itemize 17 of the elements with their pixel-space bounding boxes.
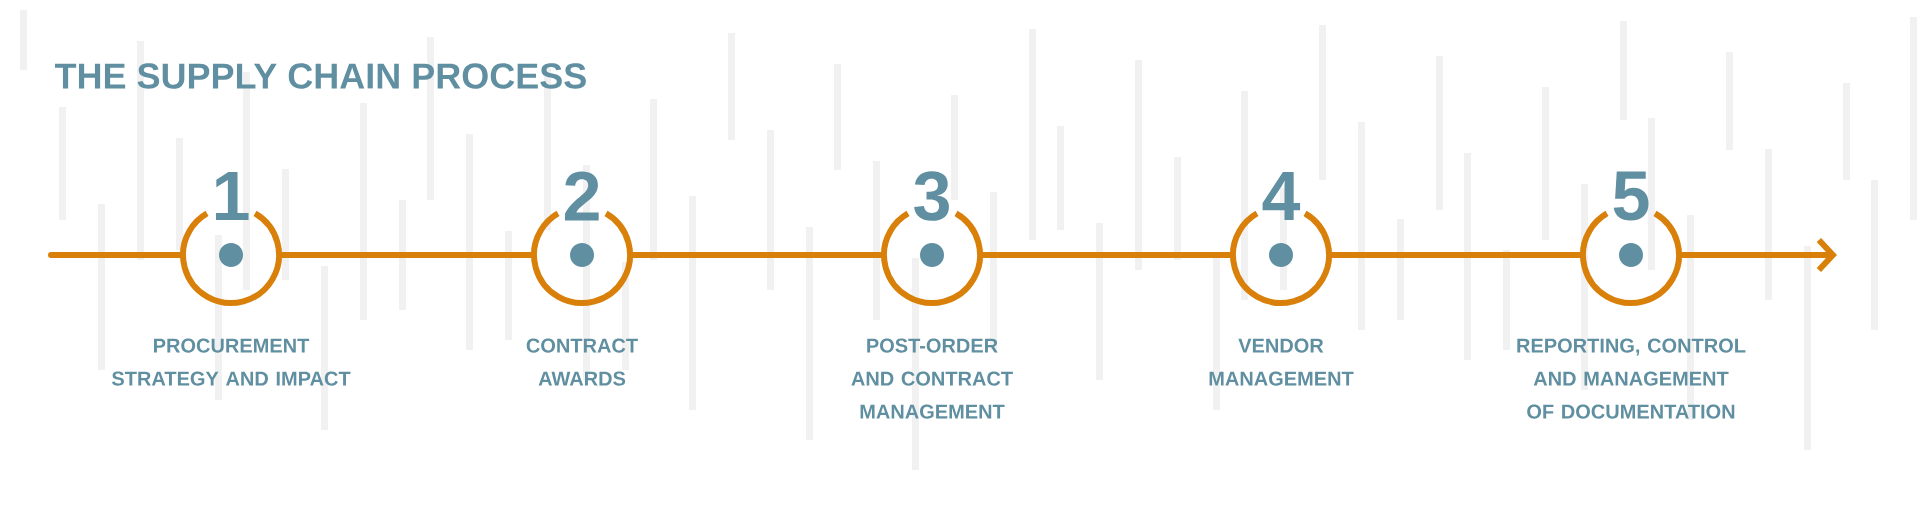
- step-number: 5: [1613, 171, 1649, 221]
- connector-line: [48, 252, 183, 258]
- title: THE SUPPLY CHAIN PROCESS: [54, 63, 586, 89]
- step-label: REPORTING, CONTROL AND MANAGEMENT OF DOCUMENTATION: [1517, 338, 1746, 419]
- step-number: 1: [215, 171, 249, 221]
- step-number: 3: [914, 171, 949, 221]
- step-label: POST-ORDER AND CONTRACT MANAGEMENT: [851, 338, 1013, 419]
- connector-line: [630, 252, 884, 258]
- connector-line: [980, 252, 1233, 258]
- connector-line: [1679, 237, 1837, 273]
- connector-line: [1329, 252, 1583, 258]
- step-label: PROCUREMENT STRATEGY AND IMPACT: [112, 338, 351, 386]
- step-number: 2: [565, 171, 599, 221]
- connector-line: [279, 252, 534, 258]
- step-label: VENDOR MANAGEMENT: [1209, 338, 1354, 386]
- step-number: 4: [1262, 171, 1301, 221]
- step-label: CONTRACT AWARDS: [526, 338, 638, 386]
